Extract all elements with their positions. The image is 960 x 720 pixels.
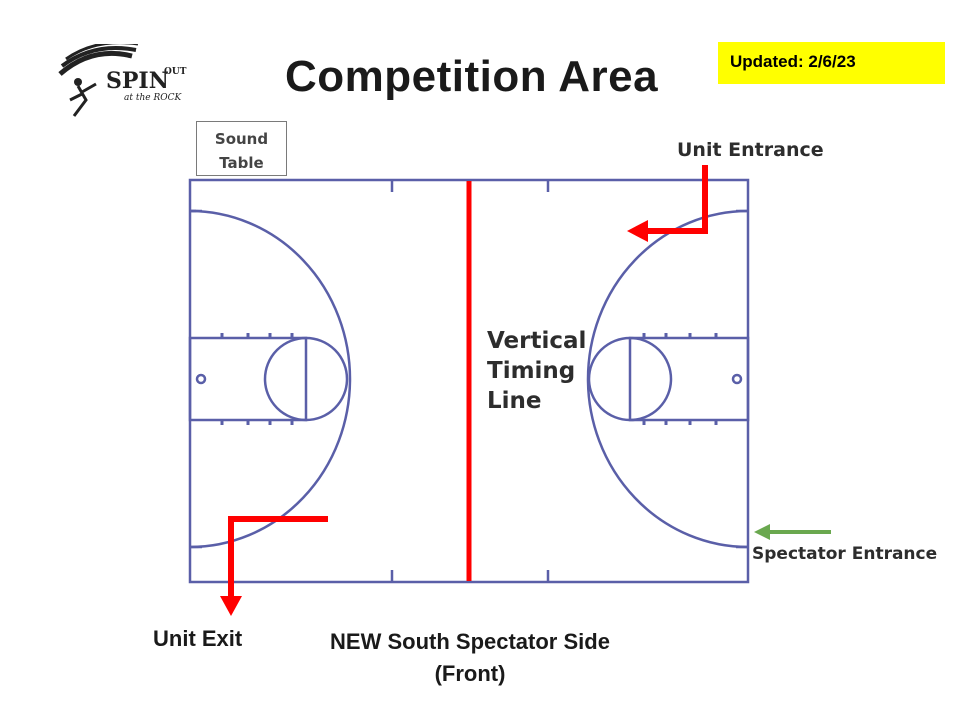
svg-text:SPIN: SPIN [106, 68, 169, 94]
spectator-entrance-label: Spectator Entrance [752, 544, 938, 564]
vtl-line2: Timing [487, 358, 576, 384]
right-three-point-arc [586, 209, 749, 549]
south-side-line2: (Front) [434, 661, 506, 686]
vertical-timing-line-label: Vertical Timing Line [487, 326, 586, 416]
left-free-throw-circle-inner [263, 336, 307, 422]
right-hoop [731, 373, 743, 385]
left-hoop [195, 373, 207, 385]
left-three-point-arc [189, 209, 352, 549]
left-free-throw-circle [305, 336, 349, 422]
vtl-line3: Line [487, 388, 542, 414]
spin-out-logo: SPIN OUT at the ROCK [58, 44, 187, 117]
svg-text:OUT: OUT [164, 67, 187, 77]
page-title: Competition Area [285, 52, 659, 101]
unit-entrance-arrow [645, 165, 708, 234]
right-key [628, 336, 750, 422]
unit-entrance-label: Unit Entrance [677, 139, 824, 161]
sound-table-box: Sound Table [196, 121, 287, 176]
left-key [188, 336, 308, 422]
right-free-throw-circle [587, 336, 631, 422]
sound-table-label-line1: Sound [214, 130, 269, 148]
spectator-entrance-arrowhead [754, 524, 770, 540]
sound-table-label-line2: Table [219, 154, 264, 172]
unit-entrance-arrowhead [627, 220, 648, 242]
unit-exit-label: Unit Exit [153, 626, 243, 651]
right-free-throw-circle-inner [629, 336, 673, 422]
south-side-line1: NEW South Spectator Side [330, 629, 610, 654]
unit-exit-arrowhead [220, 596, 242, 616]
south-spectator-side-label: NEW South Spectator Side (Front) [300, 626, 640, 690]
svg-text:at the ROCK: at the ROCK [124, 93, 182, 103]
vtl-line1: Vertical [487, 328, 587, 354]
unit-exit-arrow [228, 516, 328, 598]
updated-badge: Updated: 2/6/23 [718, 42, 945, 84]
